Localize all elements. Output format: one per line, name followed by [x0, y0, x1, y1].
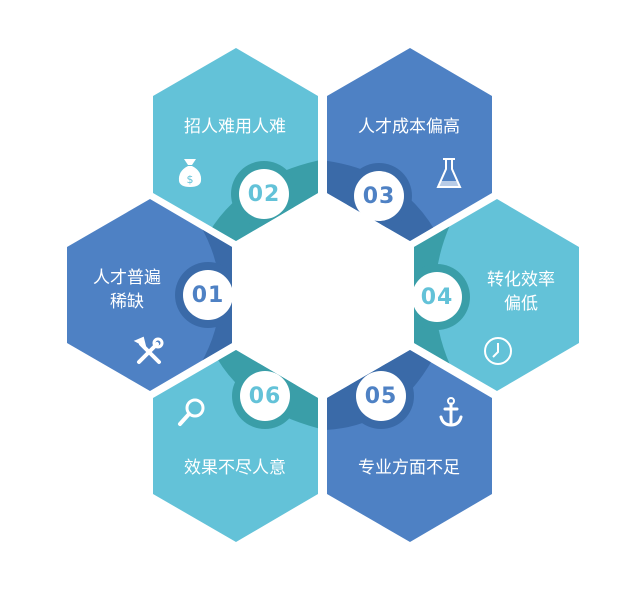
hexagon-06	[153, 350, 318, 542]
flask-icon	[436, 158, 462, 188]
number-badge-02: 02	[239, 169, 289, 219]
number-badge-05: 05	[356, 371, 406, 421]
number-badge-03: 03	[354, 171, 404, 221]
number-badge-01: 01	[183, 270, 233, 320]
label-05: 专业方面不足	[358, 458, 460, 478]
svg-text:$: $	[187, 173, 194, 186]
label-03: 人才成本偏高	[358, 117, 460, 137]
anchor-icon	[439, 397, 463, 427]
hexagon-05	[327, 350, 492, 542]
label-02: 招人难用人难	[184, 117, 286, 137]
number-badge-06: 06	[240, 371, 290, 421]
label-06: 效果不尽人意	[184, 458, 286, 478]
label-04: 转化效率 偏低	[487, 270, 555, 314]
magnifier-icon	[178, 398, 205, 426]
money-bag-icon: $	[178, 159, 202, 187]
tools-icon	[133, 336, 164, 364]
clock-icon	[484, 337, 512, 365]
label-01: 人才普遍 稀缺	[93, 268, 161, 312]
number-badge-04: 04	[412, 272, 462, 322]
